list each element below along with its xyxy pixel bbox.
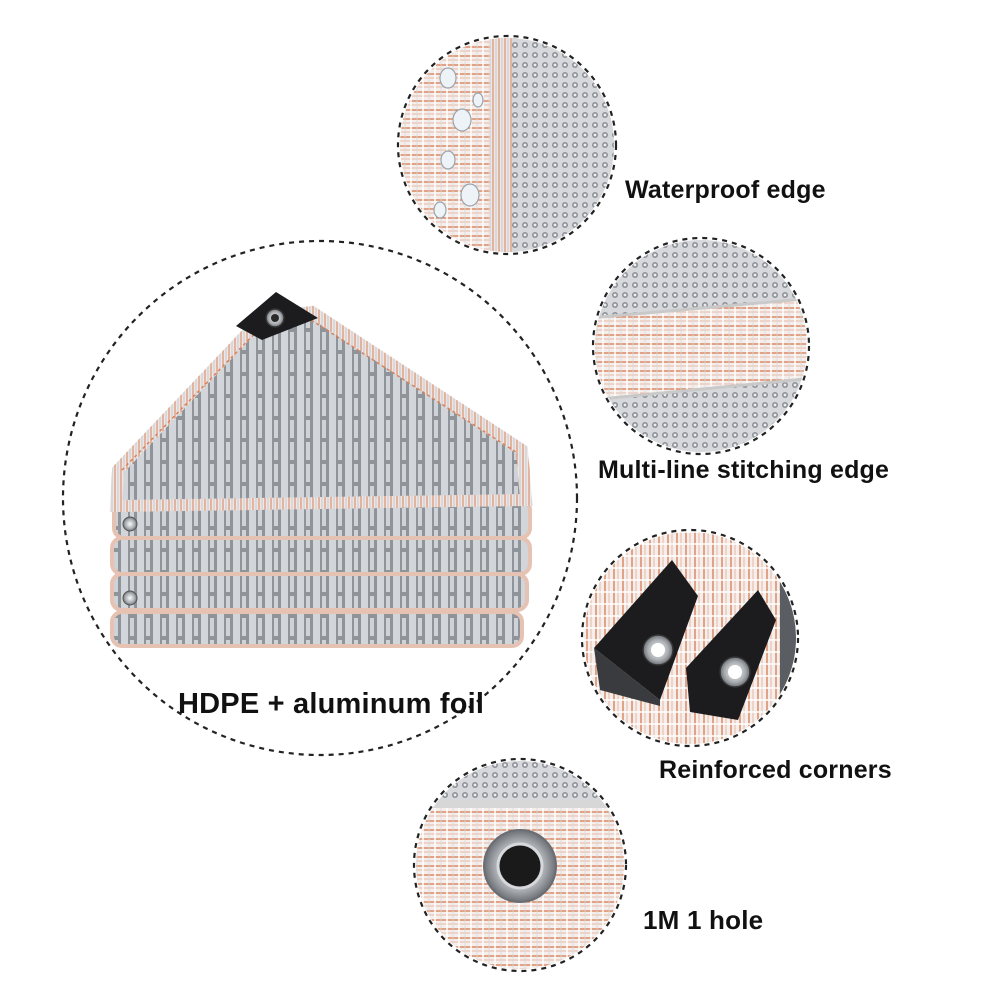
water-droplets xyxy=(433,67,484,219)
main-dotted-border xyxy=(61,239,579,757)
reinforced-corners-label: Reinforced corners xyxy=(659,756,892,784)
main-material-label: HDPE + aluminum foil xyxy=(178,688,485,720)
hole-spacing-label: 1M 1 hole xyxy=(643,905,764,935)
folded-tarp-stack xyxy=(109,305,533,648)
grommet xyxy=(483,829,557,903)
reinforced-corners-detail xyxy=(580,528,800,748)
corner-grommet-tab xyxy=(236,292,318,340)
waterproof-edge-detail xyxy=(396,34,618,256)
waterproof-edge-label: Waterproof edge xyxy=(625,176,826,204)
hole-spacing-detail xyxy=(412,757,628,973)
main-product-view xyxy=(61,239,579,757)
corner-patch-left xyxy=(594,560,698,706)
multi-line-stitching-detail xyxy=(591,236,811,456)
multi-line-stitching-label: Multi-line stitching edge xyxy=(598,456,890,484)
corner-patch-right xyxy=(686,590,776,720)
